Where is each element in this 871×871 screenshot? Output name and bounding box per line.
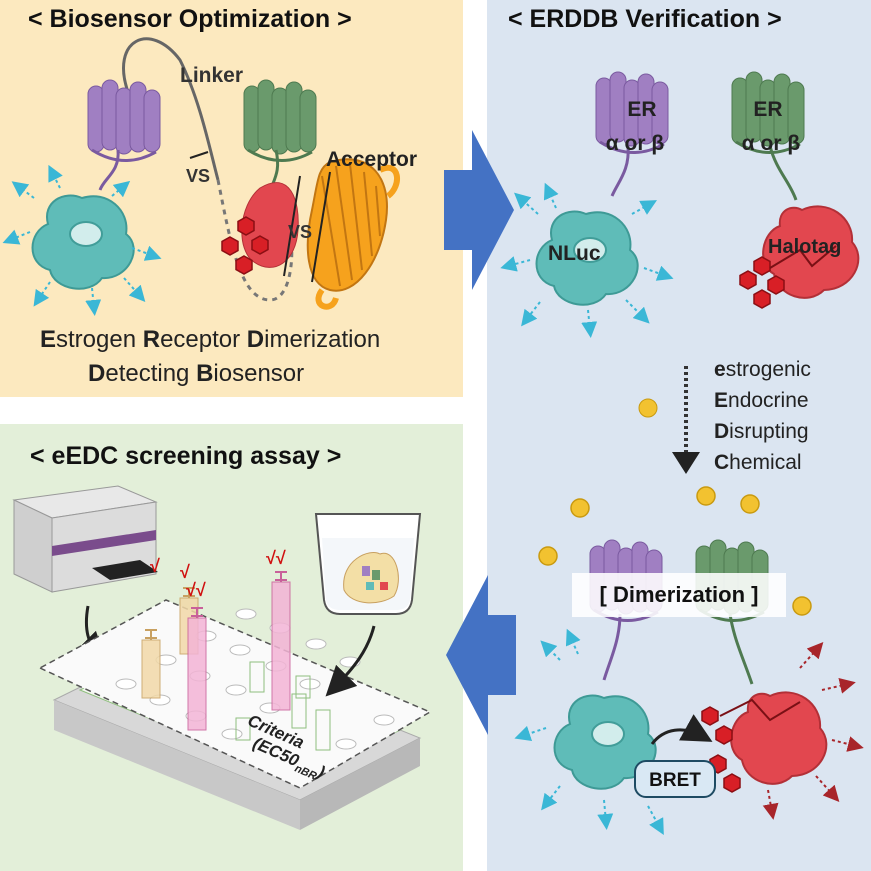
er-label-2: ER [753, 98, 783, 121]
eedc-initial-0: e [714, 358, 726, 381]
erddb-line1-initial-0: E [40, 326, 57, 353]
erddb-line2-word-1: Biosensor [196, 360, 304, 387]
eedc-rest-2: isrupting [729, 420, 809, 443]
bret-badge: BRET [634, 760, 716, 798]
vs-label-2: VS [288, 222, 313, 242]
erddb-line1-rest-1: eceptor [160, 326, 247, 353]
acceptor-label: Acceptor [326, 148, 418, 171]
erddb-line1-initial-2: D [246, 326, 265, 353]
acronym-line-1: Estrogen Receptor Dimerization [40, 326, 380, 354]
erddb-line1-rest-0: strogen [56, 326, 143, 353]
erddb-line2-rest-1: iosensor [213, 360, 305, 387]
linker-label: Linker [180, 64, 244, 87]
panel-title-verification: < ERDDB Verification > [508, 5, 782, 33]
erddb-line2-rest-0: etecting [105, 360, 197, 387]
er-subtype-1: α or β [605, 132, 665, 155]
dimerization-label: [ Dimerization ] [572, 573, 786, 617]
erddb-line1-word-1: Receptor [143, 326, 247, 353]
eedc-initial-2: D [714, 420, 730, 443]
eedc-rest-3: hemical [729, 451, 802, 474]
erddb-line2-word-0: Detecting [88, 360, 196, 387]
eedc-initial-3: C [714, 451, 730, 474]
eedc-rest-1: ndocrine [728, 389, 809, 412]
erddb-line1-word-2: Dimerization [247, 326, 380, 353]
eedc-word-2: Disrupting [714, 416, 811, 447]
sample-beaker [314, 513, 422, 615]
arrow-left [446, 575, 516, 735]
eedc-word-0: estrogenic [714, 354, 811, 385]
eedc-initial-1: E [714, 389, 729, 412]
arrow-right [444, 130, 514, 290]
er-label-1: ER [627, 98, 657, 121]
vs-label-1: VS [186, 166, 211, 186]
check-mark-2: √ [180, 562, 190, 582]
check-mark-3: √√ [186, 580, 206, 600]
eedc-word-1: Endocrine [714, 385, 811, 416]
acceptor-fluorescent-protein [306, 158, 400, 310]
eedc-word-3: Chemical [714, 447, 811, 478]
panel-title-screening: < eEDC screening assay > [30, 442, 342, 470]
check-mark-4: √√ [266, 548, 286, 568]
halotag-label: Halotag [768, 236, 842, 258]
acronym-line-2: Detecting Biosensor [88, 360, 304, 388]
eedc-rest-0: strogenic [725, 358, 811, 381]
erddb-line2-initial-0: D [88, 360, 106, 387]
plate-reader [12, 485, 158, 593]
erddb-line1-initial-1: R [142, 326, 161, 353]
nluc-label: NLuc [548, 242, 601, 265]
erddb-line1-word-0: Estrogen [40, 326, 143, 353]
er-subtype-2: α or β [741, 132, 801, 155]
erddb-line1-rest-2: imerization [264, 326, 381, 353]
erddb-line2-initial-1: B [196, 360, 214, 387]
check-mark-1: √ [150, 556, 160, 576]
panel-title-optimization: < Biosensor Optimization > [28, 5, 352, 33]
